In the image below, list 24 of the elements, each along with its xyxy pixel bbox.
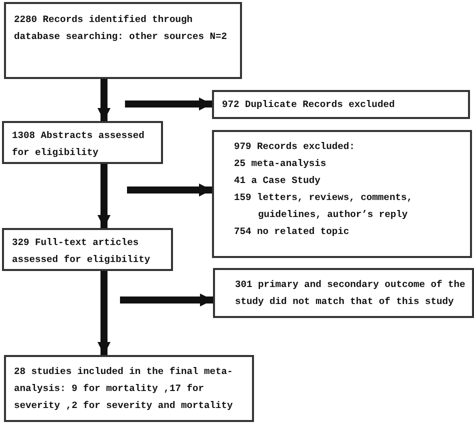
box-text: 754 no related topic [234, 225, 350, 239]
arrow [98, 271, 110, 355]
arrow [127, 184, 212, 196]
arrow [98, 164, 110, 228]
process-box [4, 355, 254, 422]
process-box [2, 121, 163, 164]
process-box [213, 268, 474, 318]
box-text: 979 Records excluded: [234, 140, 356, 154]
box-text: 1308 Abstracts assessed for eligibility [12, 129, 146, 160]
arrow [125, 98, 212, 110]
box-text: 25 meta-analysis [234, 157, 328, 171]
arrow [98, 79, 110, 121]
process-box [212, 130, 472, 258]
process-box [2, 228, 173, 271]
box-text: 2280 Records identified through database searching: other sources N=2 [14, 13, 228, 44]
box-text: 28 studies included in the final meta-analysis: 9 for mortality ,17 for severity ,2 for severity and mortality [14, 365, 234, 413]
process-box [4, 2, 242, 79]
box-text: 159 letters, reviews, comments, guidelines, author’s reply [234, 191, 414, 222]
box-text: 972 Duplicate Records excluded [222, 98, 396, 112]
arrow [120, 294, 213, 306]
process-box [212, 90, 470, 119]
box-text: 329 Full-text articles assessed for eligibility [12, 236, 152, 267]
box-text: 301 primary and secondary outcome of the study did not match that of this study [235, 278, 466, 309]
box-text: 41 a Case Study [234, 174, 322, 188]
